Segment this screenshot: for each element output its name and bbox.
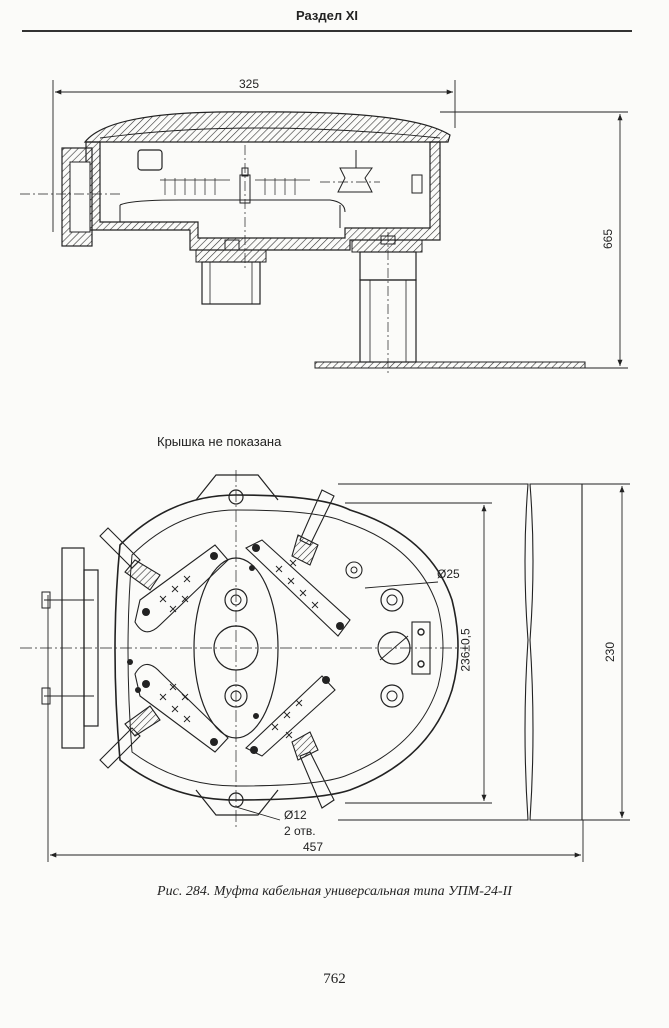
dim-hole-count: 2 отв. (284, 824, 316, 838)
page-header: Раздел XI (22, 0, 632, 32)
dim-236: 236±0,5 (458, 628, 473, 672)
page-number: 762 (323, 971, 346, 987)
dim-457: 457 (303, 840, 324, 854)
dim-diameter-25: Ø25 (437, 567, 460, 581)
dim-230: 230 (603, 641, 618, 663)
plan-view (20, 470, 630, 862)
figure-caption: Рис. 284. Муфта кабельная универсальная … (157, 884, 512, 899)
section-view (20, 80, 628, 375)
section-title: Раздел XI (296, 8, 358, 23)
dim-height-665: 665 (601, 228, 616, 250)
dim-hole-diameter: Ø12 (284, 808, 307, 822)
note-cover-not-shown: Крышка не показана (157, 434, 282, 449)
dim-width-325: 325 (239, 77, 260, 91)
